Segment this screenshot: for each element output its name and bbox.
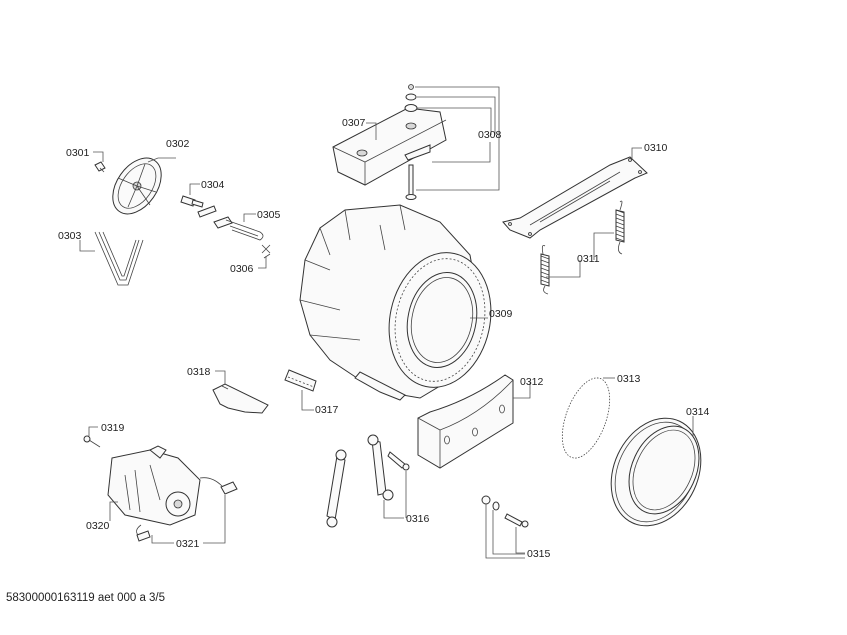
label-0310[interactable]: 0310 (644, 142, 668, 154)
part-0315-bolt-washer-set[interactable] (481, 495, 529, 528)
leader-0307 (366, 122, 377, 140)
part-0306-clip[interactable] (261, 244, 271, 259)
part-0321-carbon-brushes[interactable] (136, 477, 238, 542)
label-0316[interactable]: 0316 (406, 513, 430, 525)
label-0311[interactable]: 0311 (577, 253, 600, 265)
label-0301[interactable]: 0301 (66, 147, 90, 159)
leader-0305 (243, 213, 256, 222)
part-0305-heating-element[interactable] (213, 216, 264, 241)
label-0318[interactable]: 0318 (187, 366, 211, 378)
label-0306[interactable]: 0306 (230, 263, 254, 275)
part-0313-ring[interactable] (553, 372, 619, 465)
part-0304-sensor[interactable] (180, 195, 217, 218)
label-0304[interactable]: 0304 (201, 179, 225, 191)
leader-0317 (301, 390, 314, 411)
part-0302-pulley[interactable] (103, 149, 171, 223)
label-0320[interactable]: 0320 (86, 520, 110, 532)
label-0303[interactable]: 0303 (58, 230, 82, 242)
leader-0320 (109, 501, 118, 521)
leader-0318 (215, 370, 226, 384)
part-0318-bracket[interactable] (212, 383, 269, 414)
leader-0319 (88, 426, 98, 436)
part-0320-motor[interactable] (107, 445, 201, 526)
part-0317-strip[interactable] (284, 369, 317, 392)
part-0310-crossbar[interactable] (502, 156, 648, 239)
label-0319[interactable]: 0319 (101, 422, 125, 434)
label-0315[interactable]: 0315 (527, 548, 551, 560)
leader-0310 (631, 147, 642, 160)
leader-0308-a (415, 86, 500, 191)
leader-0302 (147, 157, 176, 163)
label-0309[interactable]: 0309 (489, 308, 513, 320)
label-0312[interactable]: 0312 (520, 376, 544, 388)
leader-0308-b (417, 96, 496, 135)
label-0321[interactable]: 0321 (176, 538, 200, 550)
part-0311-springs[interactable] (540, 200, 625, 295)
leader-0315-b (492, 510, 525, 555)
leader-0301 (93, 151, 104, 162)
part-0301-screw[interactable] (94, 161, 106, 173)
label-0302[interactable]: 0302 (166, 138, 190, 150)
leader-0321-b (151, 535, 174, 544)
leader-0315-a (485, 504, 525, 559)
leader-0308-c (417, 107, 492, 135)
part-0312-bottom-counterweight[interactable] (417, 374, 514, 469)
part-0303-belt[interactable] (94, 231, 144, 286)
document-reference: 58300000163119 aet 000 a 3/5 (6, 592, 166, 604)
label-0313[interactable]: 0313 (617, 373, 641, 385)
leader-0315-c (515, 527, 525, 554)
label-0305[interactable]: 0305 (257, 209, 281, 221)
label-0317[interactable]: 0317 (315, 404, 339, 416)
leader-0321-a (203, 495, 226, 544)
label-0307[interactable]: 0307 (342, 117, 366, 129)
leader-0303 (79, 240, 95, 252)
leader-0304 (189, 183, 200, 195)
label-0308[interactable]: 0308 (478, 129, 502, 141)
leader-0312 (513, 382, 531, 399)
part-0314-door-seal[interactable] (594, 403, 717, 540)
leader-0306 (258, 256, 267, 269)
label-0314[interactable]: 0314 (686, 406, 710, 418)
leader-0316-a (383, 500, 404, 519)
part-0319-screw[interactable] (83, 435, 101, 448)
part-0309-tub[interactable] (299, 204, 503, 401)
leader-0308-d (432, 142, 491, 163)
leader-0311-a (546, 260, 581, 278)
part-0308-fastener-set[interactable] (404, 84, 418, 200)
part-0316-shock-absorbers[interactable] (326, 434, 410, 528)
leader-0311-b (593, 232, 614, 260)
